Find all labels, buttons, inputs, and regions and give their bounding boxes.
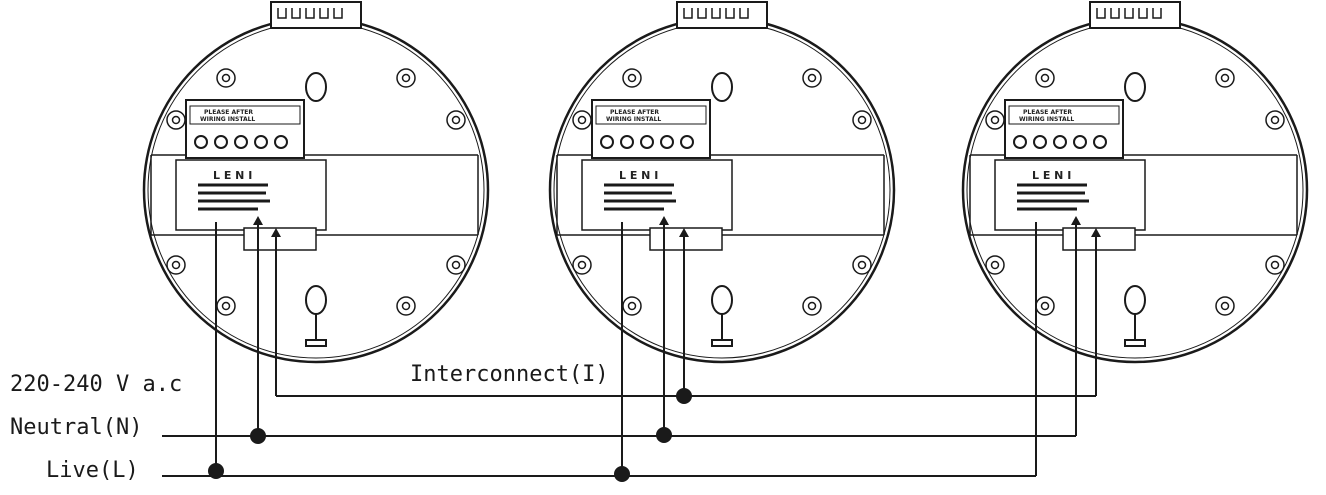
smoke-detector-2: PLEASE AFTER WIRING INSTALL xyxy=(548,1,896,364)
terminal-letters-3: L E N I xyxy=(1032,169,1071,182)
terminal-arrows xyxy=(253,216,1101,237)
live-label: Live(L) xyxy=(46,458,139,483)
arrow-1-n xyxy=(253,216,263,225)
arrow-2-i xyxy=(679,228,689,237)
junctions xyxy=(208,388,692,482)
arrow-1-i xyxy=(271,228,281,237)
svg-text:WIRING INSTALL: WIRING INSTALL xyxy=(200,116,255,123)
supply-voltage-label: 220-240 V a.c xyxy=(10,372,182,397)
smoke-detector-1: PLEASE AFTER WIRING INSTALL xyxy=(142,1,490,364)
svg-text:WIRING INSTALL: WIRING INSTALL xyxy=(1019,116,1074,123)
junction-live-1 xyxy=(208,463,224,479)
interconnect-label: Interconnect(I) xyxy=(410,362,609,387)
junction-neutral-2 xyxy=(656,427,672,443)
terminal-letters-1: L E N I xyxy=(213,169,252,182)
svg-text:PLEASE AFTER: PLEASE AFTER xyxy=(610,109,659,116)
svg-text:PLEASE AFTER: PLEASE AFTER xyxy=(1023,109,1072,116)
arrow-2-n xyxy=(659,216,669,225)
neutral-label: Neutral(N) xyxy=(10,415,142,440)
svg-text:WIRING INSTALL: WIRING INSTALL xyxy=(606,116,661,123)
svg-text:PLEASE AFTER: PLEASE AFTER xyxy=(204,109,253,116)
wiring xyxy=(162,222,1097,477)
junction-interconnect-2 xyxy=(676,388,692,404)
arrow-3-n xyxy=(1071,216,1081,225)
junction-neutral-1 xyxy=(250,428,266,444)
terminal-letters-2: L E N I xyxy=(619,169,658,182)
junction-live-2 xyxy=(614,466,630,482)
arrow-3-i xyxy=(1091,228,1101,237)
smoke-detector-3: PLEASE AFTER WIRING INSTALL xyxy=(961,1,1309,364)
